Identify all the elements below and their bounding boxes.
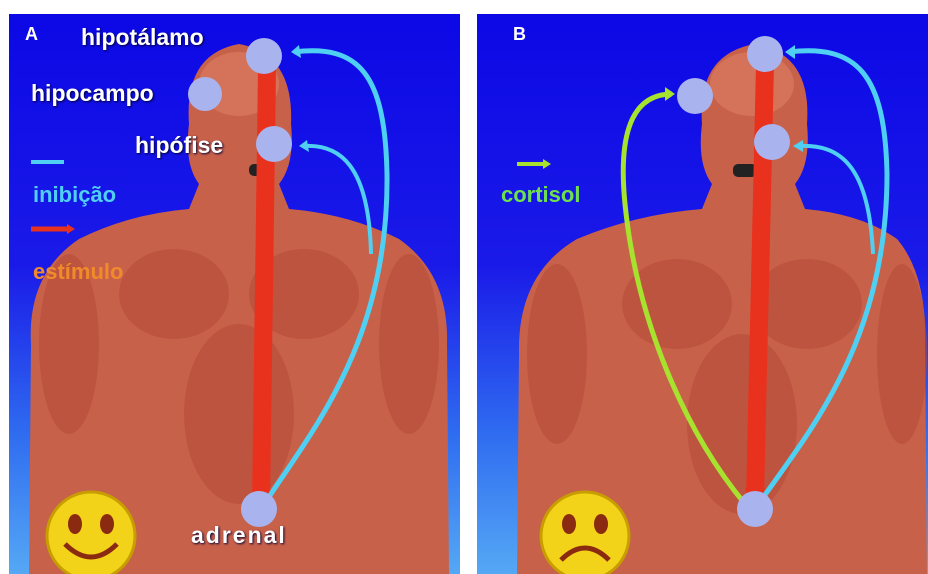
mouth	[733, 164, 757, 177]
pituitary-node	[754, 124, 790, 160]
cortisol-arrowhead	[665, 87, 675, 101]
smiling-face-icon	[47, 492, 135, 574]
panel-letter-b: B	[513, 24, 526, 45]
sad-face-icon	[541, 492, 629, 574]
hippocampus-node	[188, 77, 222, 111]
inhibition-legend-label: inibição	[33, 182, 116, 208]
cortisol-legend-label: cortisol	[501, 182, 580, 208]
inhibition-arrowhead	[785, 45, 795, 59]
human-figure-b	[477, 14, 928, 574]
stimulus-legend-label: estímulo	[33, 259, 123, 285]
inhibition-arrowhead	[299, 140, 309, 152]
panel-letter-a: A	[25, 24, 38, 45]
cortisol-legend-arrowhead	[543, 159, 551, 169]
adrenal-label: adrenal	[191, 522, 287, 549]
pituitary-node	[256, 126, 292, 162]
stimulus-legend-arrowhead	[67, 224, 75, 234]
hippocampus-node	[677, 78, 713, 114]
panel-b: B cortisol	[477, 14, 928, 574]
hippocampus-label: hipocampo	[31, 80, 154, 107]
pituitary-label: hipófise	[135, 132, 223, 159]
hypothalamus-label: hipotálamo	[81, 24, 204, 51]
hypothalamus-node	[747, 36, 783, 72]
inhibition-arrowhead	[291, 45, 301, 58]
panel-a: A hipotálamo hipocampo hipófise inibição…	[9, 14, 460, 574]
hypothalamus-node	[246, 38, 282, 74]
adrenal-node	[737, 491, 773, 527]
